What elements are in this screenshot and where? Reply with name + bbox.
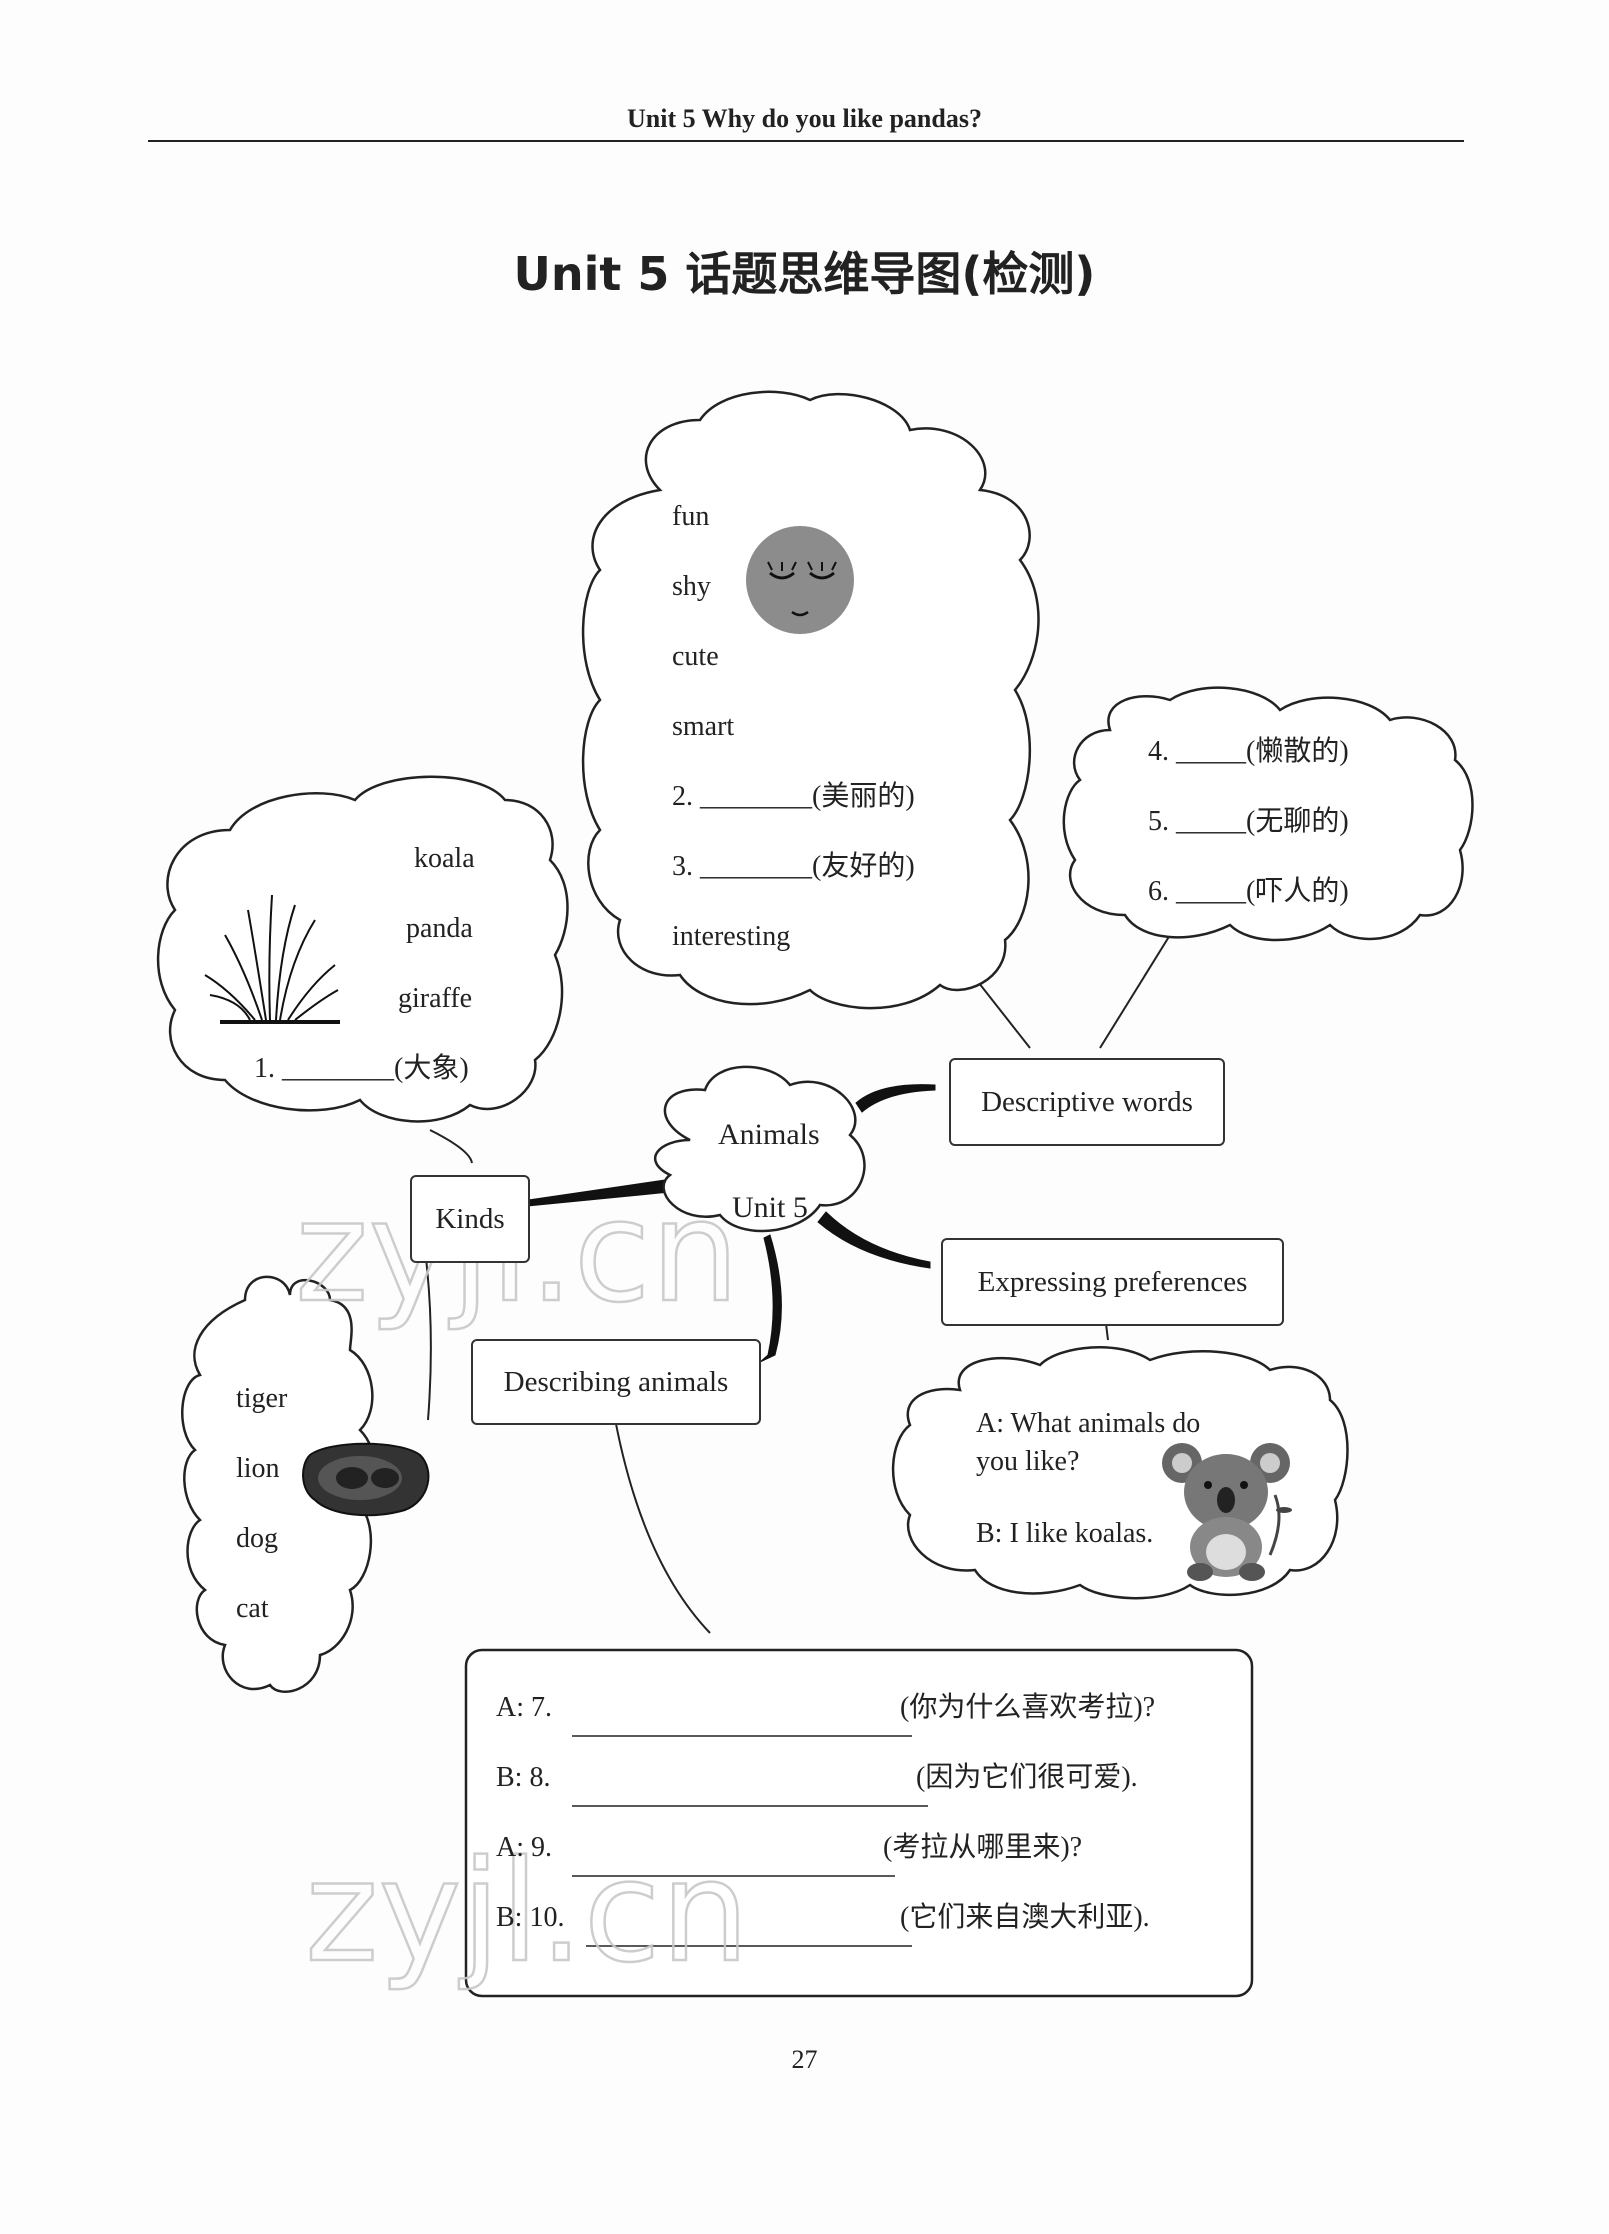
dialogue-prefix: B: 10. (496, 1904, 564, 1932)
meat-eater-item: cat (236, 1595, 269, 1623)
adjective-item-blank: 2. ________(美丽的) (672, 783, 915, 811)
node-descriptive-words-label: Descriptive words (951, 1060, 1223, 1144)
meat-icon (303, 1444, 428, 1515)
node-kinds: Kinds (410, 1175, 530, 1263)
kinds-item: giraffe (398, 985, 472, 1013)
kinds-item: koala (414, 845, 475, 873)
preferences-answer: B: I like koalas. (976, 1520, 1153, 1548)
negative-adjective-blank: 6. _____(吓人的) (1148, 878, 1349, 906)
node-describing-animals-label: Describing animals (473, 1341, 759, 1423)
dialogue-prefix: A: 7. (496, 1694, 552, 1722)
negative-adjective-blank: 4. _____(懒散的) (1148, 738, 1349, 766)
dialogue-prefix: B: 8. (496, 1764, 550, 1792)
meat-eater-item: dog (236, 1525, 278, 1553)
node-expressing-preferences: Expressing preferences (941, 1238, 1284, 1326)
adjective-item: fun (672, 503, 709, 531)
center-label-animals: Animals (718, 1120, 820, 1150)
meat-eater-item: tiger (236, 1385, 287, 1413)
node-kinds-label: Kinds (412, 1177, 528, 1261)
adjective-item: smart (672, 713, 734, 741)
dialogue-prefix: A: 9. (496, 1834, 552, 1862)
page-number: 27 (0, 2045, 1609, 2075)
negative-adjective-blank: 5. _____(无聊的) (1148, 808, 1349, 836)
kinds-item-blank: 1. ________(大象) (254, 1055, 469, 1083)
adjective-item: interesting (672, 923, 790, 951)
dialogue-hint: (它们来自澳大利亚). (900, 1904, 1150, 1932)
sleepy-face-icon (746, 526, 854, 634)
adjectives-cloud (583, 392, 1038, 1008)
dialogue-hint: (考拉从哪里来)? (883, 1834, 1082, 1862)
dialogue-hint: (你为什么喜欢考拉)? (900, 1694, 1155, 1722)
meat-eater-item: lion (236, 1455, 280, 1483)
adjective-item: cute (672, 643, 719, 671)
adjective-item: shy (672, 573, 711, 601)
adjective-item-blank: 3. ________(友好的) (672, 853, 915, 881)
dialogue-hint: (因为它们很可爱). (916, 1764, 1138, 1792)
preferences-question-line1: A: What animals do (976, 1410, 1200, 1438)
preferences-question-line2: you like? (976, 1448, 1079, 1476)
node-expressing-preferences-label: Expressing preferences (943, 1240, 1282, 1324)
kinds-item: panda (406, 915, 473, 943)
center-label-unit: Unit 5 (732, 1193, 808, 1223)
node-describing-animals: Describing animals (471, 1339, 761, 1425)
node-descriptive-words: Descriptive words (949, 1058, 1225, 1146)
